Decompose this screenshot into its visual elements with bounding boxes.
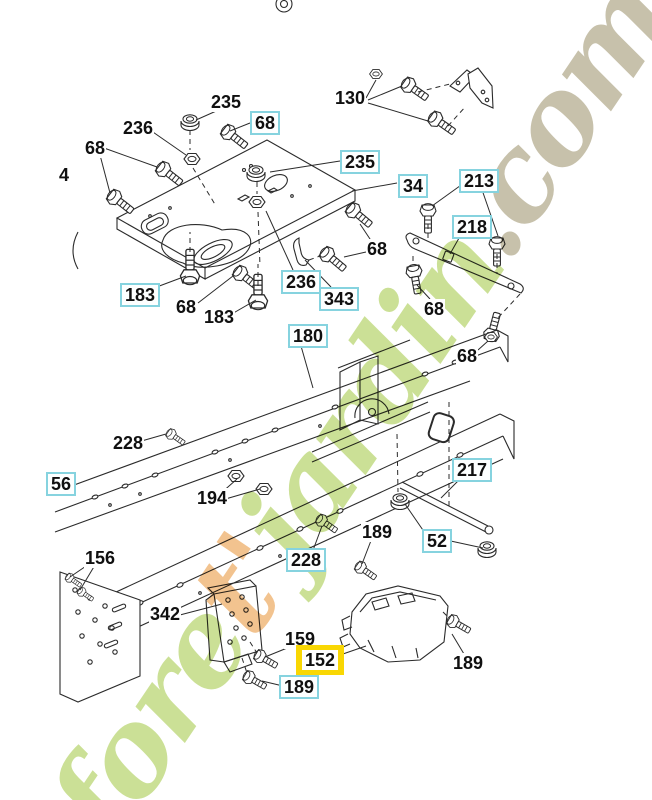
part-label-217[interactable]: 217: [452, 458, 493, 482]
part-label-52[interactable]: 52: [422, 529, 453, 553]
nut-236: [183, 152, 201, 166]
part-label-130: 130: [334, 88, 367, 108]
end-plate-156: [59, 571, 141, 703]
part-label-228-b[interactable]: 228: [286, 548, 327, 572]
bolt-228: [312, 511, 341, 537]
clip-343: [293, 237, 310, 266]
top-hardware-130: [369, 67, 494, 140]
part-label-343[interactable]: 343: [319, 287, 360, 311]
cap-nut-235: [180, 114, 200, 132]
seat-plate-assembly: [72, 0, 377, 311]
nut-130: [369, 69, 383, 79]
lower-rail: [59, 413, 501, 619]
bolt-68: [404, 262, 427, 296]
part-label-183-b: 183: [203, 307, 236, 327]
screw-130: [397, 74, 433, 106]
bolt-189: [444, 612, 474, 638]
bushing-52: [477, 541, 497, 559]
part-label-236-b[interactable]: 236: [281, 270, 322, 294]
part-label-56[interactable]: 56: [46, 472, 77, 496]
bolt-189: [240, 668, 270, 694]
center-bracket: [339, 361, 361, 431]
frame-rails: [54, 329, 515, 703]
part-label-180[interactable]: 180: [288, 324, 329, 348]
screw-head-top-edge: [275, 0, 293, 13]
part-label-68-b: 68: [84, 138, 107, 158]
bracket-152: [339, 585, 474, 663]
part-label-235-a: 235: [210, 92, 243, 112]
part-label-189-c: 189: [452, 653, 485, 673]
part-label-218[interactable]: 218: [452, 215, 493, 239]
bolt-213: [488, 236, 506, 267]
bolt-68: [316, 243, 351, 276]
upper-rail: [54, 329, 498, 493]
part-label-68-c: 68: [366, 239, 389, 259]
cutoff-arc: [72, 231, 79, 270]
part-label-159: 159: [284, 629, 317, 649]
bar-plate: [405, 232, 524, 294]
hinge-plate: [467, 67, 494, 109]
part-label-68-a[interactable]: 68: [250, 111, 281, 135]
bushing-52: [390, 493, 410, 511]
part-label-156: 156: [84, 548, 117, 568]
bracket-342: [205, 579, 281, 694]
part-label-183-a[interactable]: 183: [120, 283, 161, 307]
part-label-34[interactable]: 34: [398, 174, 429, 198]
bolt-68: [217, 121, 252, 154]
pulley: [354, 398, 390, 419]
part-label-4-partial: 4: [58, 165, 71, 185]
part-label-152-highlighted[interactable]: 152: [296, 645, 345, 675]
part-label-189-b[interactable]: 189: [279, 675, 320, 699]
frame-pad: [427, 412, 455, 444]
part-label-152-text: 152: [302, 650, 339, 670]
bolt-189: [351, 558, 380, 584]
dashed-alignment-lines: [189, 83, 521, 674]
part-label-213[interactable]: 213: [459, 169, 500, 193]
part-label-68-f: 68: [456, 346, 479, 366]
part-label-68-d: 68: [175, 297, 198, 317]
part-label-228-a: 228: [112, 433, 145, 453]
part-label-235-b[interactable]: 235: [340, 150, 381, 174]
part-label-342: 342: [149, 604, 182, 624]
drag-link-217: [351, 481, 497, 584]
screw-130: [424, 108, 460, 140]
part-label-236-a: 236: [122, 118, 155, 138]
part-label-189-a: 189: [361, 522, 394, 542]
part-label-194: 194: [196, 488, 229, 508]
nut-236b: [248, 195, 266, 209]
part-label-68-e: 68: [423, 299, 446, 319]
support-bar-213-218: [404, 203, 524, 344]
square-nut-218: [442, 250, 455, 263]
